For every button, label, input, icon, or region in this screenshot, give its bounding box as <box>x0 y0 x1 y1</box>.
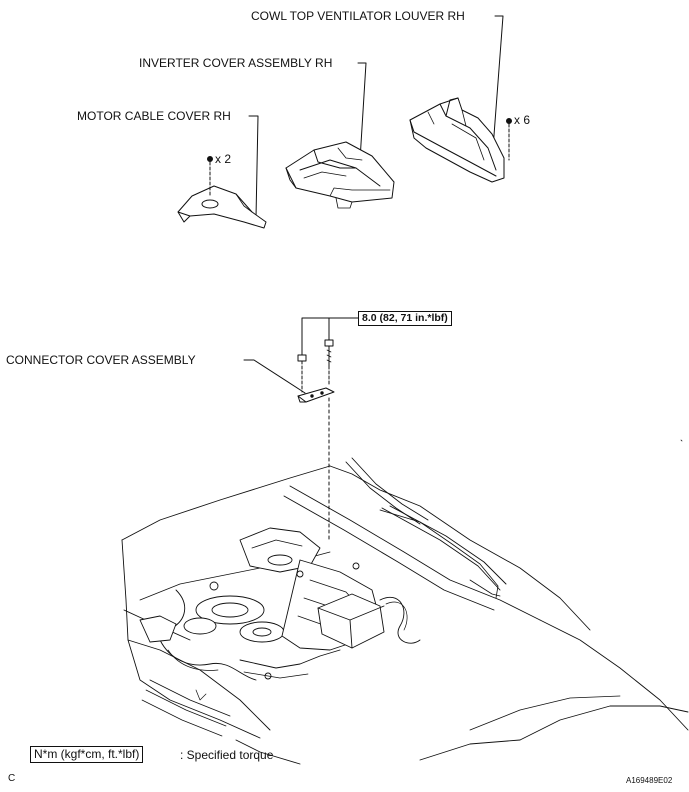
motor-cable-cover-part <box>177 156 267 229</box>
motor-cable-cover-label: MOTOR CABLE COVER RH <box>77 109 231 123</box>
motor-cable-clip-quantity: x 2 <box>215 152 232 166</box>
connector-cover-part <box>297 339 335 541</box>
cowl-louver-leader <box>490 15 504 176</box>
inverter-cover-label: INVERTER COVER ASSEMBLY RH <box>139 56 333 70</box>
engine-compartment <box>121 457 689 765</box>
edge-tick <box>680 439 683 442</box>
cowl-louver-clip-quantity: x 6 <box>514 113 531 127</box>
connector-cover-leader <box>243 359 306 394</box>
connector-cover-label: CONNECTOR COVER ASSEMBLY <box>6 353 196 367</box>
torque-spec-box: 8.0 (82, 71 in.*lbf) <box>358 311 452 326</box>
corner-code: C <box>8 773 16 784</box>
torque-unit-legend-box: N*m (kgf*cm, ft.*lbf) <box>30 746 144 763</box>
torque-leader <box>301 317 359 356</box>
figure-id: A169489E02 <box>626 776 673 785</box>
motor-cable-leader <box>248 115 259 219</box>
cowl-louver-label: COWL TOP VENTILATOR LOUVER RH <box>251 9 465 23</box>
torque-legend-description: : Specified torque <box>180 748 274 762</box>
inverter-cover-leader <box>357 62 367 161</box>
cowl-louver-part <box>409 97 512 183</box>
inverter-cover-part <box>285 141 395 209</box>
leader-lines <box>243 15 504 394</box>
